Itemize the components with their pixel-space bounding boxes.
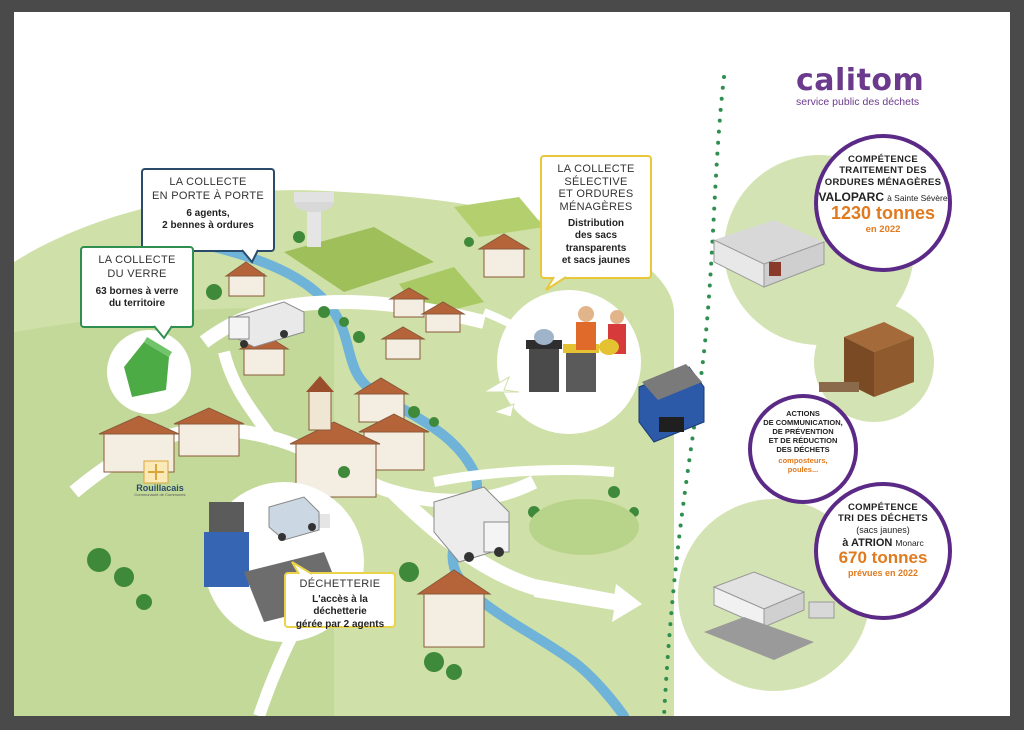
atrion-building-icon: [704, 571, 835, 660]
commune-sub: Communauté de Communes: [134, 492, 186, 497]
tri-title: COMPÉTENCE TRI DES DÉCHETS: [837, 502, 928, 525]
container-truck-icon: [638, 364, 705, 443]
callout-selective-body: Distribution des sacs transparents et sa…: [561, 217, 631, 267]
callout-porte-body: 6 agents, 2 bennes à ordures: [162, 207, 254, 232]
traitement-text: COMPÉTENCE TRAITEMENT DES ORDURES MÉNAGÈ…: [817, 154, 949, 235]
tri-circle: [814, 482, 952, 620]
callout-collecte-porte-a-porte: LA COLLECTE EN PORTE À PORTE 6 agents, 2…: [141, 168, 275, 252]
logo-tagline: service public des déchets: [796, 96, 920, 108]
church-icon: [306, 376, 334, 431]
actions-text: ACTIONS DE COMMUNICATION, DE PRÉVENTION …: [750, 409, 856, 474]
callout-verre-body: 63 bornes à verre du territoire: [95, 285, 179, 310]
water-tower-icon: [294, 192, 334, 247]
garbage-truck-icon: [228, 301, 305, 348]
traitement-year: en 2022: [865, 224, 901, 236]
tri-amount: 670 tonnes: [838, 547, 928, 567]
composter-icon: [819, 322, 914, 397]
traitement-circle: [814, 134, 952, 272]
tri-subtitle: (sacs jaunes): [856, 524, 910, 535]
tri-site-location: Monarc: [895, 537, 924, 548]
actions-title: ACTIONS DE COMMUNICATION, DE PRÉVENTION …: [763, 409, 843, 454]
tri-site: à ATRION: [842, 536, 893, 549]
traitement-title: COMPÉTENCE TRAITEMENT DES ORDURES MÉNAGÈ…: [824, 154, 942, 188]
callout-tails: [153, 249, 567, 575]
callout-selective-title: LA COLLECTE SÉLECTIVE ET ORDURES MÉNAGÈR…: [557, 163, 635, 213]
house-icon: [98, 233, 531, 648]
commune-name: Rouillacais: [136, 483, 184, 493]
traitement-amount: 1230 tonnes: [830, 203, 936, 224]
arrow-to-atrion: [534, 582, 642, 622]
van-icon: [268, 496, 320, 541]
poster: LA COLLECTE EN PORTE À PORTE 6 agents, 2…: [14, 12, 1010, 716]
sorting-bins-icon: [526, 306, 626, 392]
garbage-truck-icon: [433, 486, 510, 563]
commune-emblem-icon: [143, 460, 169, 484]
callout-porte-title: LA COLLECTE EN PORTE À PORTE: [152, 176, 264, 202]
callout-decheterie: DÉCHETTERIE L'accès à la déchetterie gér…: [284, 572, 396, 630]
traitement-site-location: à Sainte Sévère: [887, 193, 948, 204]
circular-arrows-icon: [482, 375, 520, 418]
callout-collecte-verre: LA COLLECTE DU VERRE 63 bornes à verre d…: [80, 246, 194, 328]
valoparc-building-icon: [713, 220, 825, 288]
actions-examples: composteurs, poules...: [778, 456, 828, 474]
tri-note: prévues en 2022: [847, 567, 919, 578]
logo-name: calitom: [796, 63, 925, 98]
tri-text: COMPÉTENCE TRI DES DÉCHETS (sacs jaunes)…: [817, 502, 949, 578]
traitement-site: VALOPARC: [818, 190, 884, 205]
glass-bin-icon: [124, 337, 172, 397]
callout-decheterie-body: L'accès à la déchetterie gérée par 2 age…: [295, 593, 385, 630]
vineyard-field: [284, 227, 434, 292]
garden-area: [529, 499, 639, 555]
calitom-logo: calitom service public des déchets: [796, 63, 936, 109]
callout-collecte-selective: LA COLLECTE SÉLECTIVE ET ORDURES MÉNAGÈR…: [540, 155, 652, 279]
callout-decheterie-title: DÉCHETTERIE: [299, 578, 381, 590]
actions-circle: [748, 394, 858, 504]
callout-verre-title: LA COLLECTE DU VERRE: [98, 254, 176, 280]
commune-logo-label: Rouillacais Communauté de Communes: [130, 484, 190, 497]
